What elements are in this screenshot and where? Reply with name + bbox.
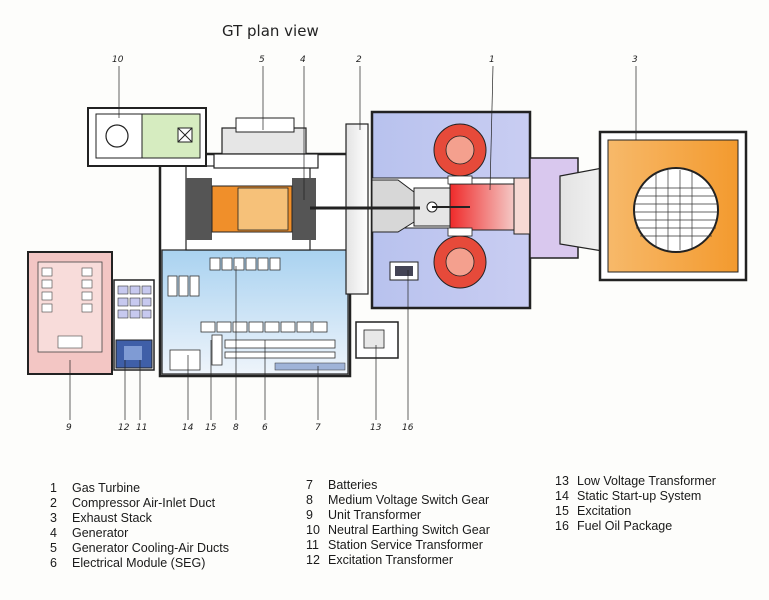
callout-14: 14 [182,423,194,433]
exhaust-grille [634,170,718,250]
callout-11: 11 [136,423,147,433]
generator-core [237,187,289,231]
battery-row [274,362,346,371]
callout-10: 10 [112,55,124,65]
legend-item: 8 Medium Voltage Switch Gear [306,493,490,508]
station-service-transformer [117,285,152,319]
excitation-transformer [115,339,153,369]
legend-label: Generator [72,526,129,540]
legend-number: 4 [50,526,57,540]
transformer-radiators [41,267,93,349]
callout-8: 8 [233,423,239,433]
legend-label: Low Voltage Transformer [577,474,716,488]
legend-number: 16 [555,519,569,533]
callout-3: 3 [632,55,638,65]
legend-item: 3 Exhaust Stack [50,511,229,526]
legend-number: 9 [306,508,313,522]
callout-12: 12 [118,423,130,433]
lv-transformer-core [363,329,385,349]
legend-item: 2 Compressor Air-Inlet Duct [50,496,229,511]
legend-item: 4 Generator [50,526,229,541]
legend-item: 14 Static Start-up System [555,489,716,504]
fuel-oil-unit [395,266,413,276]
callout-leaders [69,65,637,420]
switchgear-cabinets [167,257,336,371]
legend-label: Batteries [328,478,378,492]
legend-item: 13 Low Voltage Transformer [555,474,716,489]
legend-number: 13 [555,474,569,488]
gt-plan-drawing: 10 5 4 2 1 3 9 12 11 14 15 8 6 7 13 16 [27,55,748,433]
neutral-earthing-unit [105,124,129,148]
legend-number: 5 [50,541,57,555]
legend-label: Generator Cooling-Air Ducts [72,541,230,555]
legend-number: 8 [306,493,313,507]
legend-label: Medium Voltage Switch Gear [328,493,490,507]
legend-number: 2 [50,496,57,510]
legend-label: Excitation [577,504,632,518]
excitation-transformer-core [124,346,142,360]
callout-7: 7 [315,423,321,433]
legend-label: Neutral Earthing Switch Gear [328,523,490,537]
gas-turbine [310,177,545,235]
callout-1: 1 [489,55,495,65]
legend-number: 7 [306,478,313,492]
callout-13: 13 [370,423,382,433]
low-voltage-transformer [355,321,399,359]
callout-5: 5 [259,55,265,65]
legend-item: 12 Excitation Transformer [306,553,490,568]
legend-item: 16 Fuel Oil Package [555,519,716,534]
legend-item: 1 Gas Turbine [50,481,229,496]
page-title: GT plan view [222,22,319,40]
combustor-top [433,123,487,185]
legend-label: Excitation Transformer [328,553,454,567]
legend-item: 11 Station Service Transformer [306,538,490,553]
legend-label: Gas Turbine [72,481,141,495]
legend-item: 7 Batteries [306,478,490,493]
legend-number: 14 [555,489,569,503]
legend-item: 6 Electrical Module (SEG) [50,556,229,571]
legend-number: 6 [50,556,57,570]
legend-label: Electrical Module (SEG) [72,556,206,570]
legend-label: Exhaust Stack [72,511,152,525]
legend-label: Static Start-up System [577,489,702,503]
generator-end-left [186,178,212,240]
legend-column-3: 13 Low Voltage Transformer 14 Static Start… [555,474,716,534]
legend-label: Unit Transformer [328,508,422,522]
callout-2: 2 [356,55,362,65]
legend-label: Fuel Oil Package [577,519,673,533]
legend-number: 1 [50,481,57,495]
legend-item: 10 Neutral Earthing Switch Gear [306,523,490,538]
legend-number: 15 [555,504,569,518]
legend-item: 9 Unit Transformer [306,508,490,523]
callout-15: 15 [205,423,217,433]
legend-label: Station Service Transformer [328,538,483,552]
legend-label: Compressor Air-Inlet Duct [72,496,216,510]
legend-item: 15 Excitation [555,504,716,519]
callout-4: 4 [300,55,306,65]
legend-number: 3 [50,511,57,525]
exhaust-stack-flue [633,167,719,253]
legend-number: 10 [306,523,320,537]
callout-9: 9 [66,423,72,433]
cooling-air-duct-top [235,117,295,133]
legend-number: 11 [306,538,319,552]
legend-number: 12 [306,553,320,567]
legend-item: 5 Generator Cooling-Air Ducts [50,541,229,556]
cooling-duct-frame [213,153,319,169]
legend-column-2: 7 Batteries 8 Medium Voltage Switch Gear 9… [306,478,490,568]
callout-16: 16 [402,423,414,433]
combustor-bottom [433,227,487,289]
callout-6: 6 [262,423,268,433]
